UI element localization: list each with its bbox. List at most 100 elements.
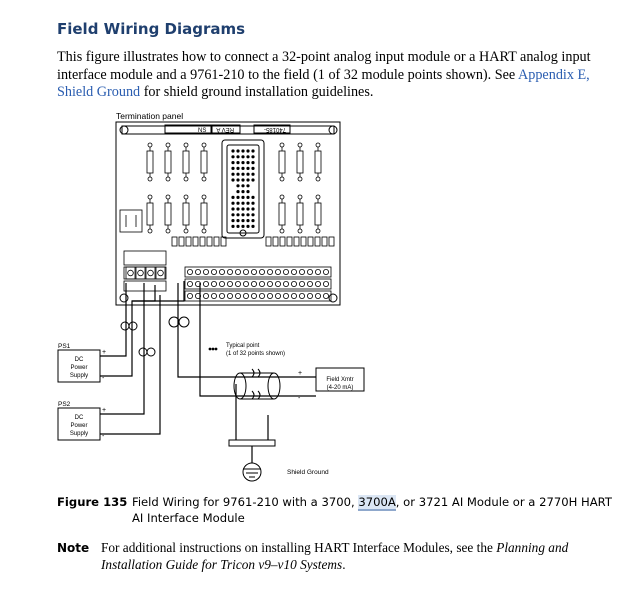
connector-pin — [246, 207, 250, 211]
connector-pin — [241, 149, 245, 153]
connector-pin — [236, 149, 240, 153]
xmtr-line2: (4-20 mA) — [327, 385, 354, 391]
component — [272, 236, 279, 247]
component — [314, 236, 321, 247]
connector-pin — [246, 149, 250, 153]
terminal-screw — [314, 280, 321, 287]
resistor — [200, 142, 208, 182]
terminal-screw — [314, 292, 321, 299]
terminal-screw — [137, 269, 144, 277]
terminal-screw — [250, 280, 257, 287]
terminal-screw — [147, 269, 154, 277]
component — [199, 236, 206, 247]
ps1-box — [57, 349, 101, 383]
shield-ground-label: Shield Ground — [287, 469, 329, 476]
appendix-link[interactable]: Appendix E, — [518, 66, 590, 83]
connector-pin — [236, 190, 240, 194]
terminal-screw — [226, 280, 233, 287]
resistor — [278, 194, 286, 234]
terminal-screw — [202, 280, 209, 287]
connector-pin — [241, 213, 245, 217]
connector-pin — [231, 149, 235, 153]
field-xmtr-box — [315, 367, 365, 392]
note-text-2: . — [342, 557, 346, 572]
resistor — [146, 194, 154, 234]
terminal-screw — [274, 268, 281, 275]
ps1-plus: + — [102, 349, 106, 356]
terminal-screw — [282, 268, 289, 275]
terminal-screw — [298, 268, 305, 275]
connector-pin — [231, 155, 235, 159]
connector-pin — [251, 155, 255, 159]
terminal-screw — [258, 292, 265, 299]
typical-point-line2: (1 of 32 points shown) — [226, 351, 285, 357]
shield-ground-bar — [228, 439, 276, 447]
panel-label: Termination panel — [116, 111, 183, 121]
terminal-screw — [186, 292, 193, 299]
ps2-minus: - — [102, 433, 105, 440]
connector-pin — [251, 224, 255, 228]
component — [220, 236, 227, 247]
terminal-screw — [210, 268, 217, 275]
connector-pin — [241, 178, 245, 182]
caption-text-1: Field Wiring for 9761-210 with a 3700, — [132, 495, 359, 509]
shield-ground-link[interactable]: Shield Ground — [57, 84, 141, 100]
connector-pin — [251, 161, 255, 165]
note-label: Note — [57, 541, 90, 555]
connector-pin — [231, 161, 235, 165]
component — [265, 236, 272, 247]
connector-pin — [241, 172, 245, 176]
resistor — [314, 194, 322, 234]
terminal-screw — [306, 280, 313, 287]
terminal-screw — [186, 280, 193, 287]
terminal-screw — [234, 268, 241, 275]
ns-label: NS — [198, 128, 206, 134]
ps2-line1: DC — [75, 415, 84, 421]
connector-pin — [236, 166, 240, 170]
connector-pin — [241, 184, 245, 188]
intro-text-2: for shield ground installation guideline… — [140, 84, 374, 100]
terminal-screw — [218, 292, 225, 299]
component — [192, 236, 199, 247]
termination-panel — [115, 121, 341, 306]
resistor — [182, 194, 190, 234]
terminal-screw — [250, 292, 257, 299]
ps1-minus: - — [102, 375, 105, 382]
figure-label: Figure 135 — [57, 495, 128, 509]
terminal-screw — [194, 268, 201, 275]
terminal-screw — [202, 292, 209, 299]
terminal-row — [184, 266, 332, 278]
connector-pin — [236, 178, 240, 182]
connector-pin — [231, 219, 235, 223]
connector-pin — [231, 178, 235, 182]
terminal-screw — [266, 268, 273, 275]
resistor — [164, 142, 172, 182]
connector-pin — [236, 161, 240, 165]
connector-pin — [231, 213, 235, 217]
connector-pin — [236, 224, 240, 228]
connector-pin — [251, 149, 255, 153]
ps2-box — [57, 407, 101, 441]
connector-pin — [241, 190, 245, 194]
terminal-screw — [210, 292, 217, 299]
terminal-screw — [218, 268, 225, 275]
terminal-screw — [282, 280, 289, 287]
terminal-screw — [127, 269, 134, 277]
resistor — [200, 194, 208, 234]
shield-ground-icon — [242, 462, 262, 482]
terminal-screw — [306, 268, 313, 275]
ps1-label: PS1 — [58, 343, 71, 350]
terminal-row — [184, 290, 332, 302]
caption-highlight: 3700A — [358, 495, 396, 511]
terminal-screw — [266, 280, 273, 287]
terminal-screw — [322, 268, 329, 275]
connector-pin — [241, 166, 245, 170]
field-wiring-diagram: Termination panel NS REV A 740185- PS1 D… — [57, 111, 365, 482]
connector-pin — [236, 195, 240, 199]
connector-pin — [246, 201, 250, 205]
ps2-label: PS2 — [58, 401, 71, 408]
rev-label: REV A — [216, 126, 234, 132]
connector-pin — [251, 172, 255, 176]
terminal-screw — [234, 280, 241, 287]
terminal-screw — [290, 268, 297, 275]
